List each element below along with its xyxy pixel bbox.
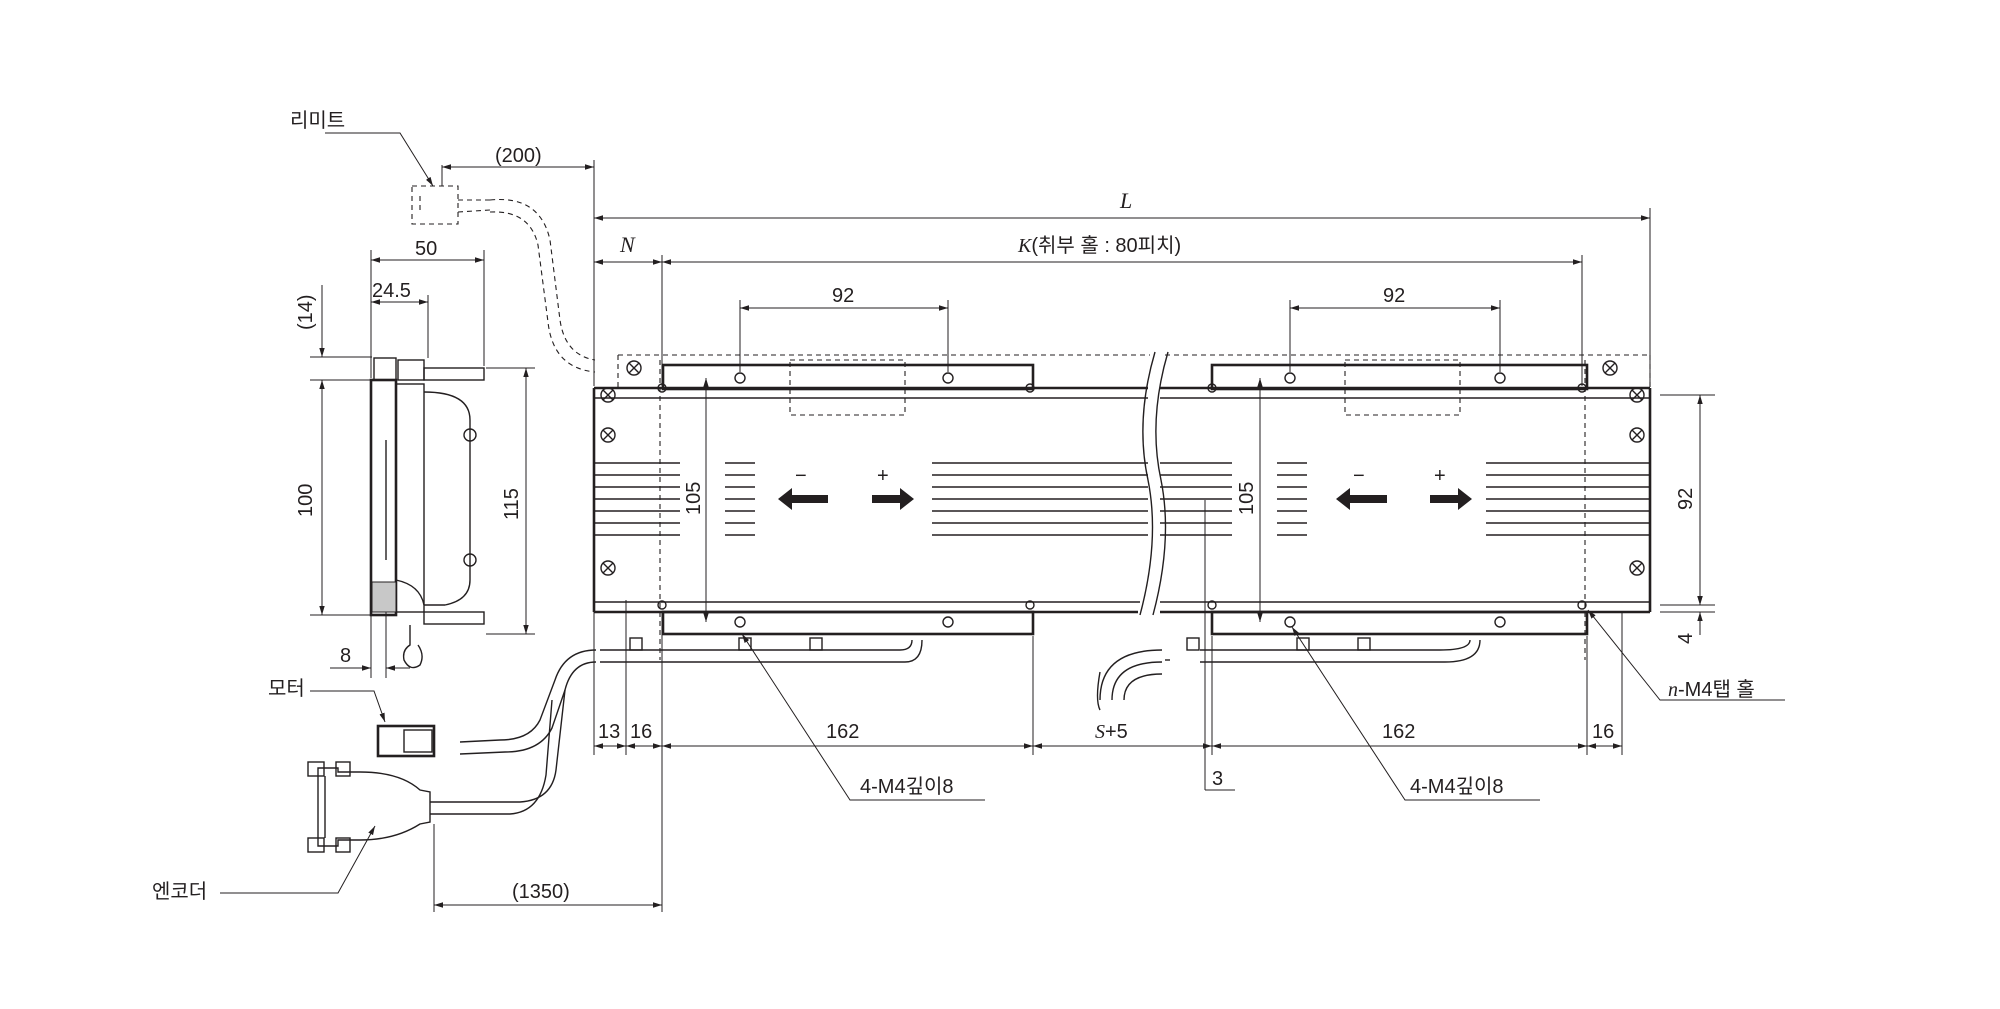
minus-sign-left: − (795, 465, 807, 487)
limit-label: 리미트 (290, 109, 345, 132)
plus-sign-left: + (877, 465, 889, 487)
dim-L: L (1119, 188, 1132, 213)
dim-105-left: 105 (683, 482, 705, 515)
dim-4: 4 (1675, 633, 1697, 644)
dim-S-plus: +5 (1105, 721, 1128, 743)
tap-hole-label-right: 4-M4깊이8 (1410, 775, 1504, 798)
dim-92-left: 92 (832, 285, 854, 307)
dim-16-left: 16 (630, 721, 652, 743)
dim-13: 13 (598, 721, 620, 743)
dim-50: 50 (415, 238, 437, 260)
dim-100: 100 (295, 484, 317, 517)
motor-label: 모터 (268, 677, 305, 700)
n-tap-hole-label: n-M4탭 홀 (1668, 678, 1755, 701)
dim-K-text: (취부 홀 : 80피치) (1031, 234, 1181, 257)
dim-8: 8 (340, 645, 351, 667)
dim-K-symbol: K (1017, 235, 1033, 257)
dim-K: K(취부 홀 : 80피치) (1017, 234, 1181, 257)
ribs-left (594, 462, 1148, 536)
dim-162-right: 162 (1382, 721, 1415, 743)
dim-200: (200) (495, 145, 542, 167)
leader-lines (220, 132, 1785, 894)
side-view (369, 357, 485, 669)
screw-icons (600, 360, 1645, 576)
encoder-label: 엔코더 (152, 880, 207, 903)
dim-3: 3 (1212, 768, 1223, 790)
dim-115: 115 (501, 488, 523, 520)
dim-92-side: 92 (1675, 488, 1697, 510)
main-view (592, 351, 1652, 660)
direction-arrows (778, 488, 1472, 510)
dim-N: N (619, 232, 636, 257)
ribs-right (1160, 462, 1650, 536)
dim-16-right: 16 (1592, 721, 1614, 743)
dim-105-right: 105 (1236, 482, 1258, 515)
dim-14: (14) (295, 294, 317, 330)
label-texts: 리미트 모터 엔코더 L N K(취부 홀 : 80피치) S+5 n-M4탭 … (152, 109, 1755, 903)
mounting-holes (657, 372, 1587, 628)
n-symbol: n (1668, 679, 1678, 701)
dim-92-right: 92 (1383, 285, 1405, 307)
dim-S: S+5 (1095, 721, 1128, 743)
dimension-texts: (200) 50 24.5 (14) 100 115 8 (1350) 92 9… (295, 145, 1697, 903)
dim-S-symbol: S (1095, 721, 1105, 743)
n-tap-text: -M4탭 홀 (1678, 678, 1755, 701)
cables (307, 639, 1481, 853)
dim-162-left: 162 (826, 721, 859, 743)
tap-hole-label-left: 4-M4깊이8 (860, 775, 954, 798)
dim-1350: (1350) (512, 881, 570, 903)
plus-sign-right: + (1434, 465, 1446, 487)
minus-sign-right: − (1353, 465, 1365, 487)
dimension-lines (310, 160, 1715, 912)
dim-24-5: 24.5 (372, 280, 411, 302)
limit-connector (411, 185, 596, 373)
